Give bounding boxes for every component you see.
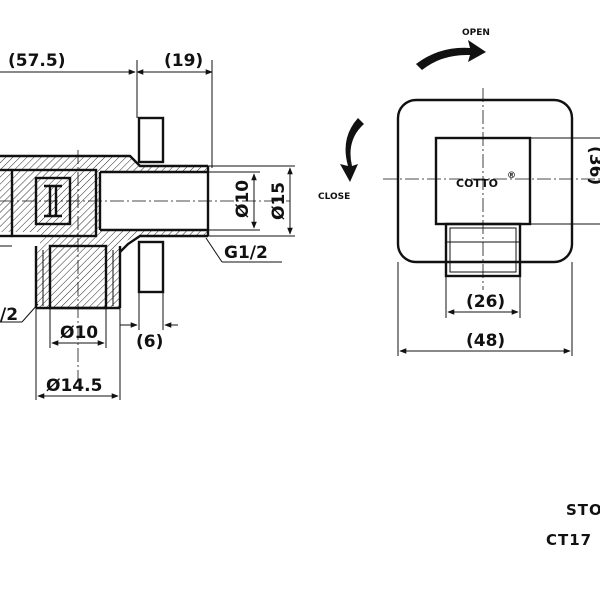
dim-bottom-outer: Ø14.5 — [46, 376, 102, 396]
dimension-width-top: (57.5) (19) — [0, 51, 213, 168]
thread-label-left: /2 — [0, 303, 39, 325]
title-line-1: STO — [566, 501, 600, 519]
brand-mark: ® — [507, 171, 516, 181]
close-label: CLOSE — [318, 192, 350, 202]
close-arrow-icon: CLOSE — [318, 118, 364, 202]
dim-height: (36) — [585, 146, 600, 185]
dimension-flange: (6) — [120, 292, 178, 352]
open-label: OPEN — [462, 28, 490, 38]
dim-inner-diameter: Ø10 — [233, 180, 253, 218]
dimension-diameters: Ø10 Ø15 — [208, 165, 295, 237]
dimension-spout: (26) — [445, 276, 521, 318]
dimension-bottom: Ø10 Ø14.5 — [35, 308, 121, 400]
dimension-front-width: (48) — [397, 262, 573, 356]
dim-width-right: (19) — [164, 51, 203, 71]
dim-outer-diameter: Ø15 — [269, 182, 289, 220]
mounting-flange — [137, 116, 165, 294]
open-arrow-icon: OPEN — [416, 28, 490, 70]
thread-label-right: G1/2 — [205, 237, 282, 263]
thread-right-text: G1/2 — [224, 243, 268, 263]
dim-spout: (26) — [466, 292, 505, 312]
dim-bottom-inner: Ø10 — [60, 323, 98, 343]
title-line-2: CT17 — [546, 531, 592, 549]
valve-body-section — [0, 154, 210, 253]
front-view: OPEN CLOSE COTTO ® (36) — [318, 28, 600, 356]
dim-flange: (6) — [136, 332, 163, 352]
brand-text: COTTO — [456, 177, 498, 190]
dim-width-left: (57.5) — [8, 51, 65, 71]
thread-left-text: /2 — [0, 305, 18, 325]
title-block: STO CT17 — [546, 501, 600, 549]
side-view: (57.5) (19) — [0, 51, 295, 400]
dim-front-width: (48) — [466, 331, 505, 351]
dimension-height: (36) — [530, 137, 600, 225]
cover-plate — [396, 98, 574, 264]
